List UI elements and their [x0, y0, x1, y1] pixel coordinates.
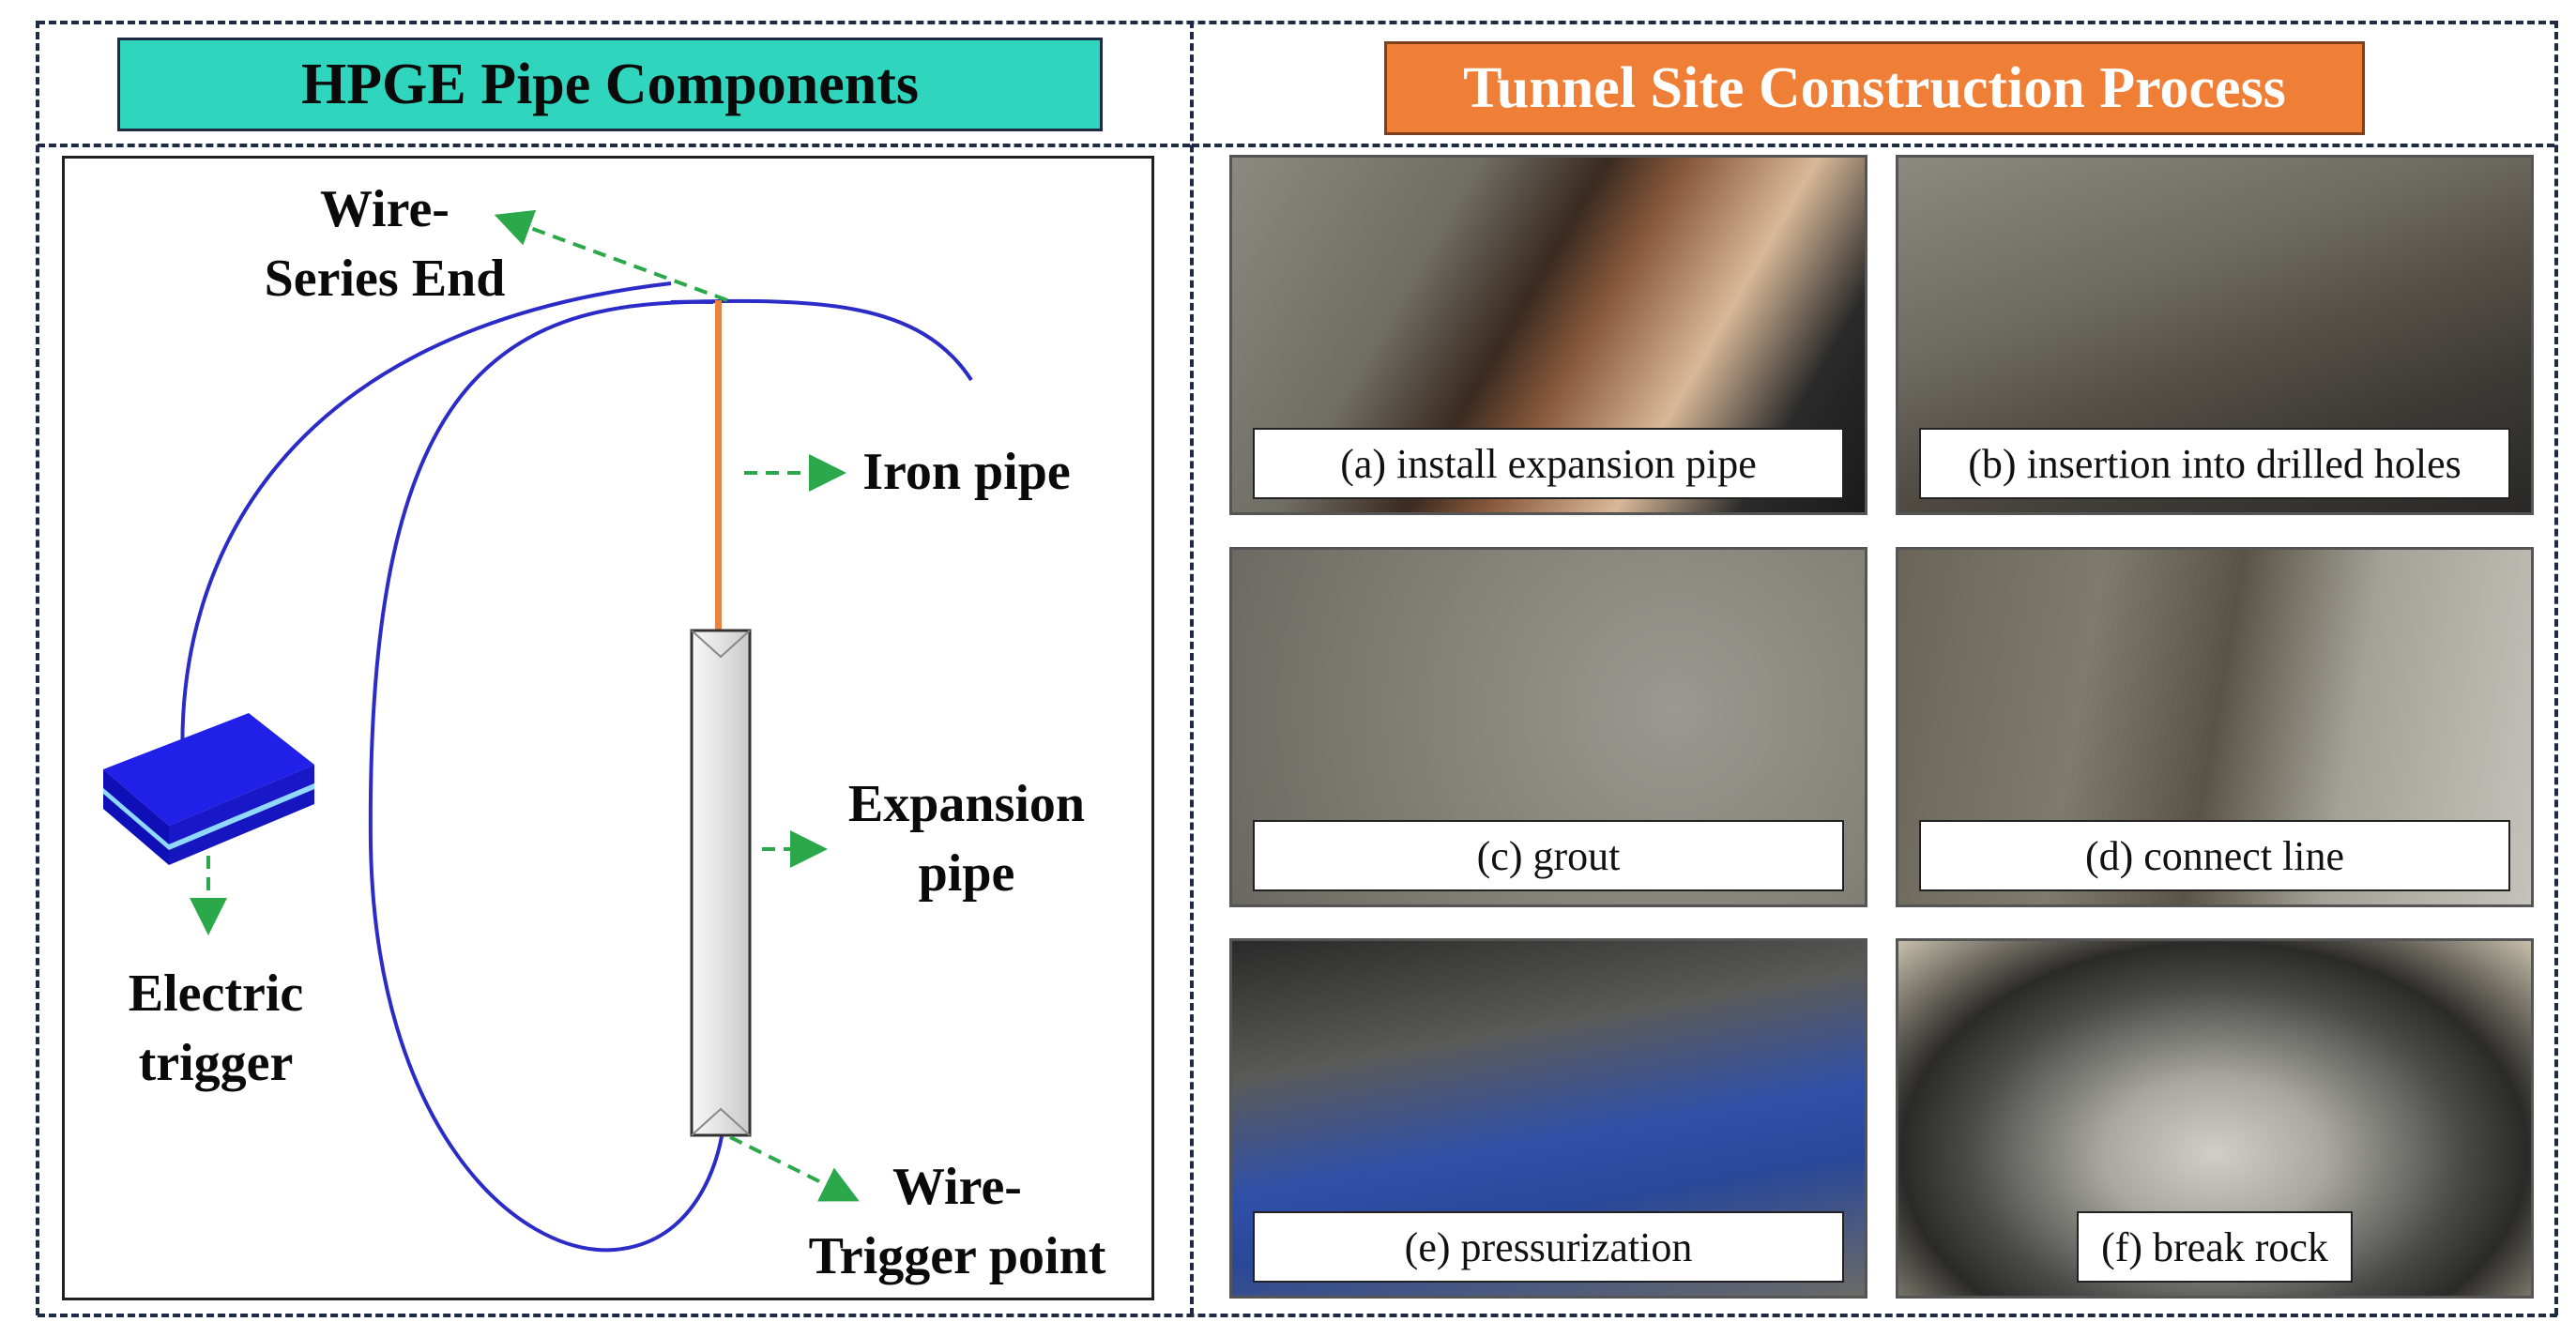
component-diagram-frame: [62, 156, 1154, 1300]
label-electric-trigger: Electric trigger: [128, 965, 304, 1092]
photo-connect-line: (d) connect line: [1896, 547, 2534, 907]
photo-pressurization: (e) pressurization: [1229, 938, 1867, 1299]
arrow-wire-trigger-point: [729, 1135, 860, 1202]
caption: (f) break rock: [2077, 1211, 2353, 1283]
left-header-divider: [38, 144, 1190, 147]
wire-to-trigger: [180, 281, 672, 768]
caption: (c) grout: [1253, 820, 1844, 891]
component-diagram: [103, 209, 973, 1253]
panel-divider: [1190, 21, 1194, 1315]
caption: (a) install expansion pipe: [1253, 428, 1844, 499]
wire-loop: [368, 299, 724, 1253]
photo-grout: (c) grout: [1229, 547, 1867, 907]
outer-frame-left: [36, 21, 39, 1315]
photo-install-expansion-pipe: (a) install expansion pipe: [1229, 155, 1867, 515]
label-wire-series-end: Wire- Series End: [264, 180, 506, 308]
right-panel-title: Tunnel Site Construction Process: [1384, 41, 2365, 135]
iron-pipe: [715, 300, 722, 631]
left-panel-title: HPGE Pipe Components: [117, 38, 1103, 131]
expansion-pipe: [690, 629, 752, 1137]
electric-trigger-icon: [103, 713, 314, 865]
right-header-divider: [1192, 144, 2554, 147]
photo-insertion-into-drilled-holes: (b) insertion into drilled holes: [1896, 155, 2534, 515]
label-wire-trigger-point: Wire- Trigger point: [808, 1158, 1106, 1285]
expansion-pipe-bottom-cap: [691, 1107, 751, 1136]
arrow-wire-series-end: [494, 209, 728, 302]
caption: (e) pressurization: [1253, 1211, 1844, 1283]
label-iron-pipe: Iron pipe: [862, 443, 1071, 501]
photo-break-rock: (f) break rock: [1896, 938, 2534, 1299]
caption: (d) connect line: [1919, 820, 2510, 891]
expansion-pipe-top-cap: [691, 630, 751, 659]
outer-frame-top: [38, 21, 2557, 24]
label-expansion-pipe: Expansion pipe: [847, 775, 1086, 903]
caption: (b) insertion into drilled holes: [1919, 428, 2510, 499]
outer-frame-bottom: [38, 1314, 2557, 1317]
outer-frame-right: [2554, 21, 2558, 1315]
